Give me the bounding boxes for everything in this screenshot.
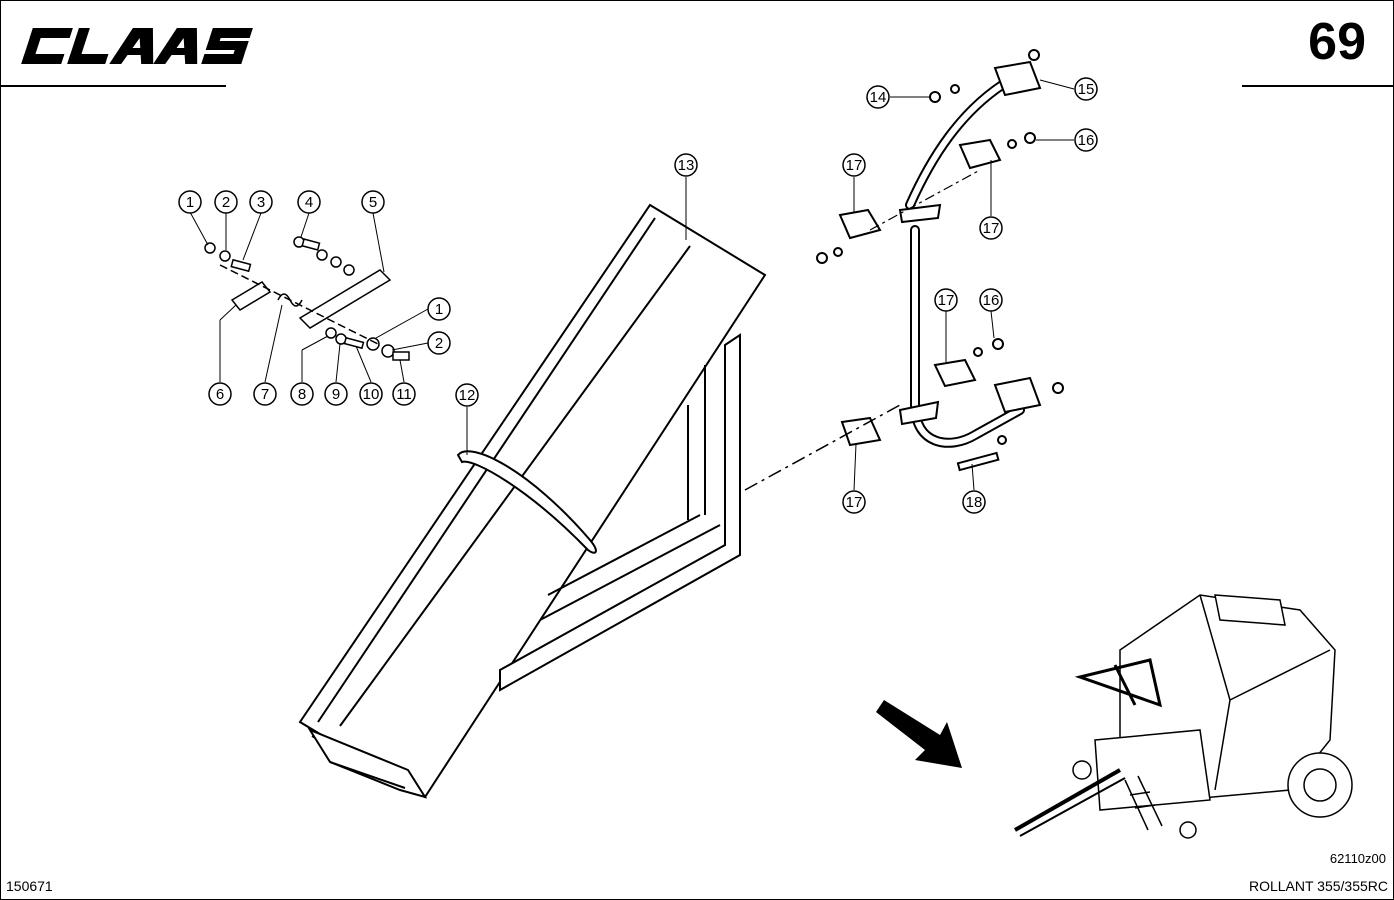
callout-labels: 1 2 3 4 5 6 7 8 9 10 11 1 2 12 13 14 15 … xyxy=(186,81,1095,511)
callout-2b: 2 xyxy=(435,335,443,352)
strap-band xyxy=(456,450,597,554)
callout-14: 14 xyxy=(870,89,887,106)
callout-1a: 1 xyxy=(186,194,194,211)
callout-5: 5 xyxy=(369,194,377,211)
latch-hardware xyxy=(204,236,410,361)
callout-16b: 16 xyxy=(983,292,1000,309)
callout-12: 12 xyxy=(459,387,476,404)
callout-15: 15 xyxy=(1078,81,1095,98)
callout-18: 18 xyxy=(966,494,983,511)
callout-1b: 1 xyxy=(435,301,443,318)
document-number: 150671 xyxy=(6,878,53,894)
callout-17d: 17 xyxy=(846,494,863,511)
handle-assembly xyxy=(744,49,1064,491)
callout-13: 13 xyxy=(678,157,695,174)
callout-3: 3 xyxy=(257,194,265,211)
header-rule-right xyxy=(1242,85,1394,87)
page-number: 69 xyxy=(1308,13,1366,71)
callout-leaders xyxy=(189,79,1075,491)
callout-7: 7 xyxy=(261,386,269,403)
callout-6: 6 xyxy=(216,386,224,403)
callout-8: 8 xyxy=(298,386,306,403)
callout-17c: 17 xyxy=(938,292,955,309)
header-rule-left xyxy=(0,85,226,87)
figure-reference: 62110z00 xyxy=(1329,851,1386,866)
callout-10: 10 xyxy=(363,386,380,403)
callout-16a: 16 xyxy=(1078,132,1095,149)
callout-9: 9 xyxy=(332,386,340,403)
baler-locator-illustration xyxy=(1014,594,1353,839)
callout-17b: 17 xyxy=(983,220,1000,237)
callout-11: 11 xyxy=(396,386,412,403)
callout-17a: 17 xyxy=(846,157,863,174)
claas-logo xyxy=(21,28,253,64)
model-name: ROLLANT 355/355RC xyxy=(1248,878,1388,894)
callout-circles xyxy=(178,77,1098,514)
callout-2a: 2 xyxy=(222,194,230,211)
callout-4: 4 xyxy=(305,194,313,211)
arrow-right-down-icon xyxy=(876,700,962,768)
